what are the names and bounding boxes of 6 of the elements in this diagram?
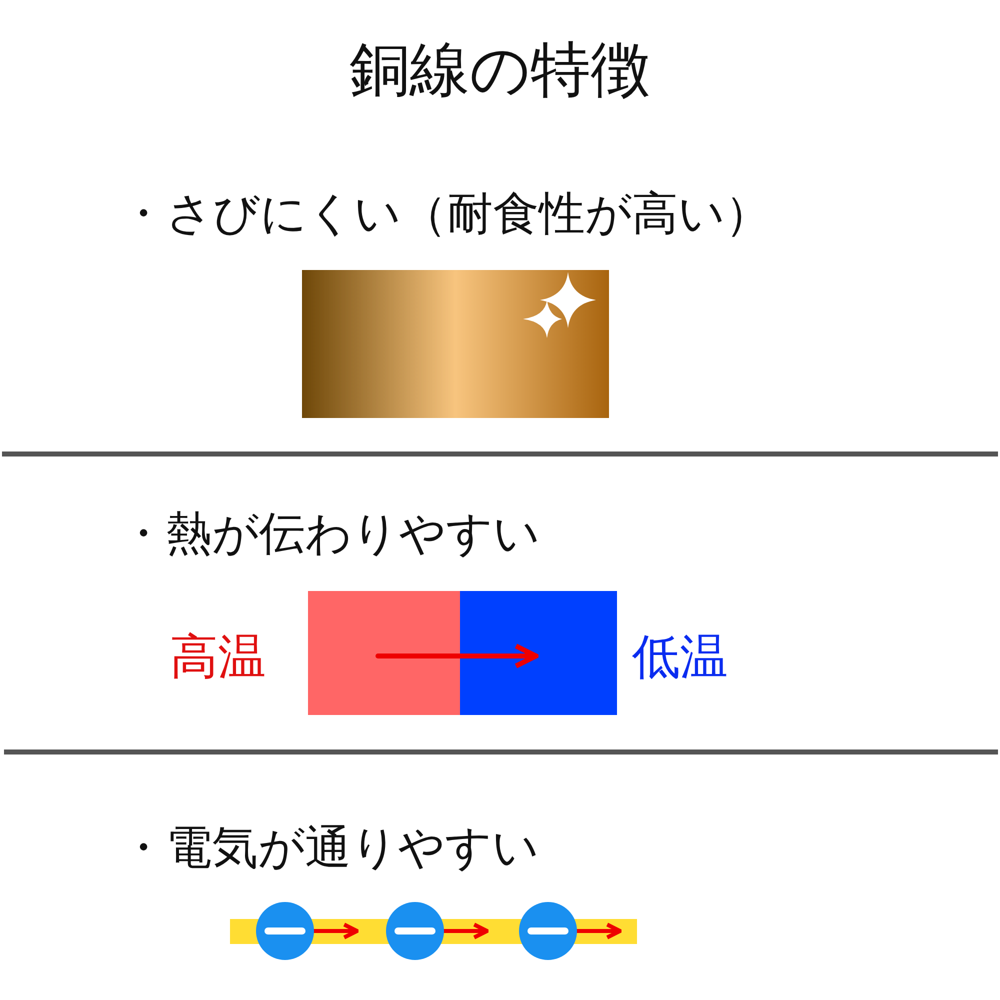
feature-heading: ・熱が伝わりやすい [120, 505, 540, 562]
title: 銅線の特徴 [348, 34, 652, 107]
feature-heading: ・電気が通りやすい [120, 819, 539, 876]
cold-label: 低温 [632, 628, 728, 687]
hot-label: 高温 [170, 628, 266, 687]
feature-heading: ・さびにくい（耐食性が高い） [120, 185, 771, 242]
